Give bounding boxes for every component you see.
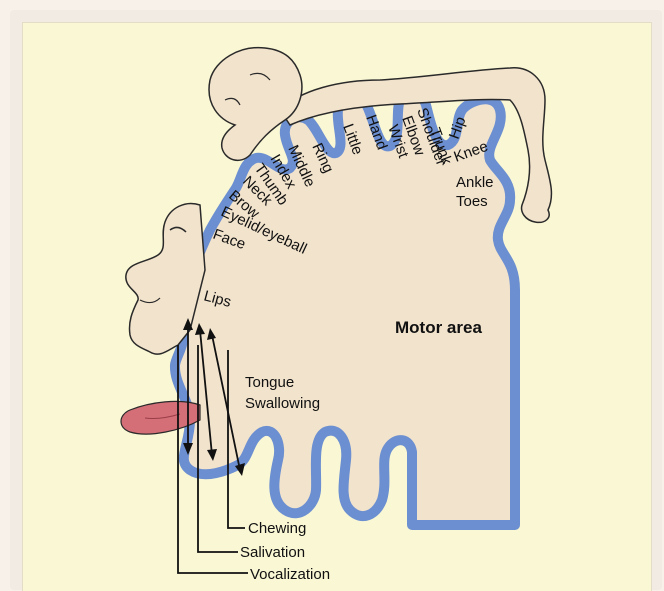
- label-toes: Toes: [456, 193, 488, 210]
- label-vocalization: Vocalization: [250, 566, 330, 583]
- callout-labels: Chewing Salivation Vocalization: [240, 520, 330, 583]
- label-swallowing: Swallowing: [245, 395, 320, 412]
- label-tongue: Tongue: [245, 374, 294, 391]
- label-salivation: Salivation: [240, 544, 305, 561]
- label-ankle: Ankle: [456, 174, 494, 191]
- label-chewing: Chewing: [248, 520, 306, 537]
- motor-area-label: Motor area: [395, 318, 482, 337]
